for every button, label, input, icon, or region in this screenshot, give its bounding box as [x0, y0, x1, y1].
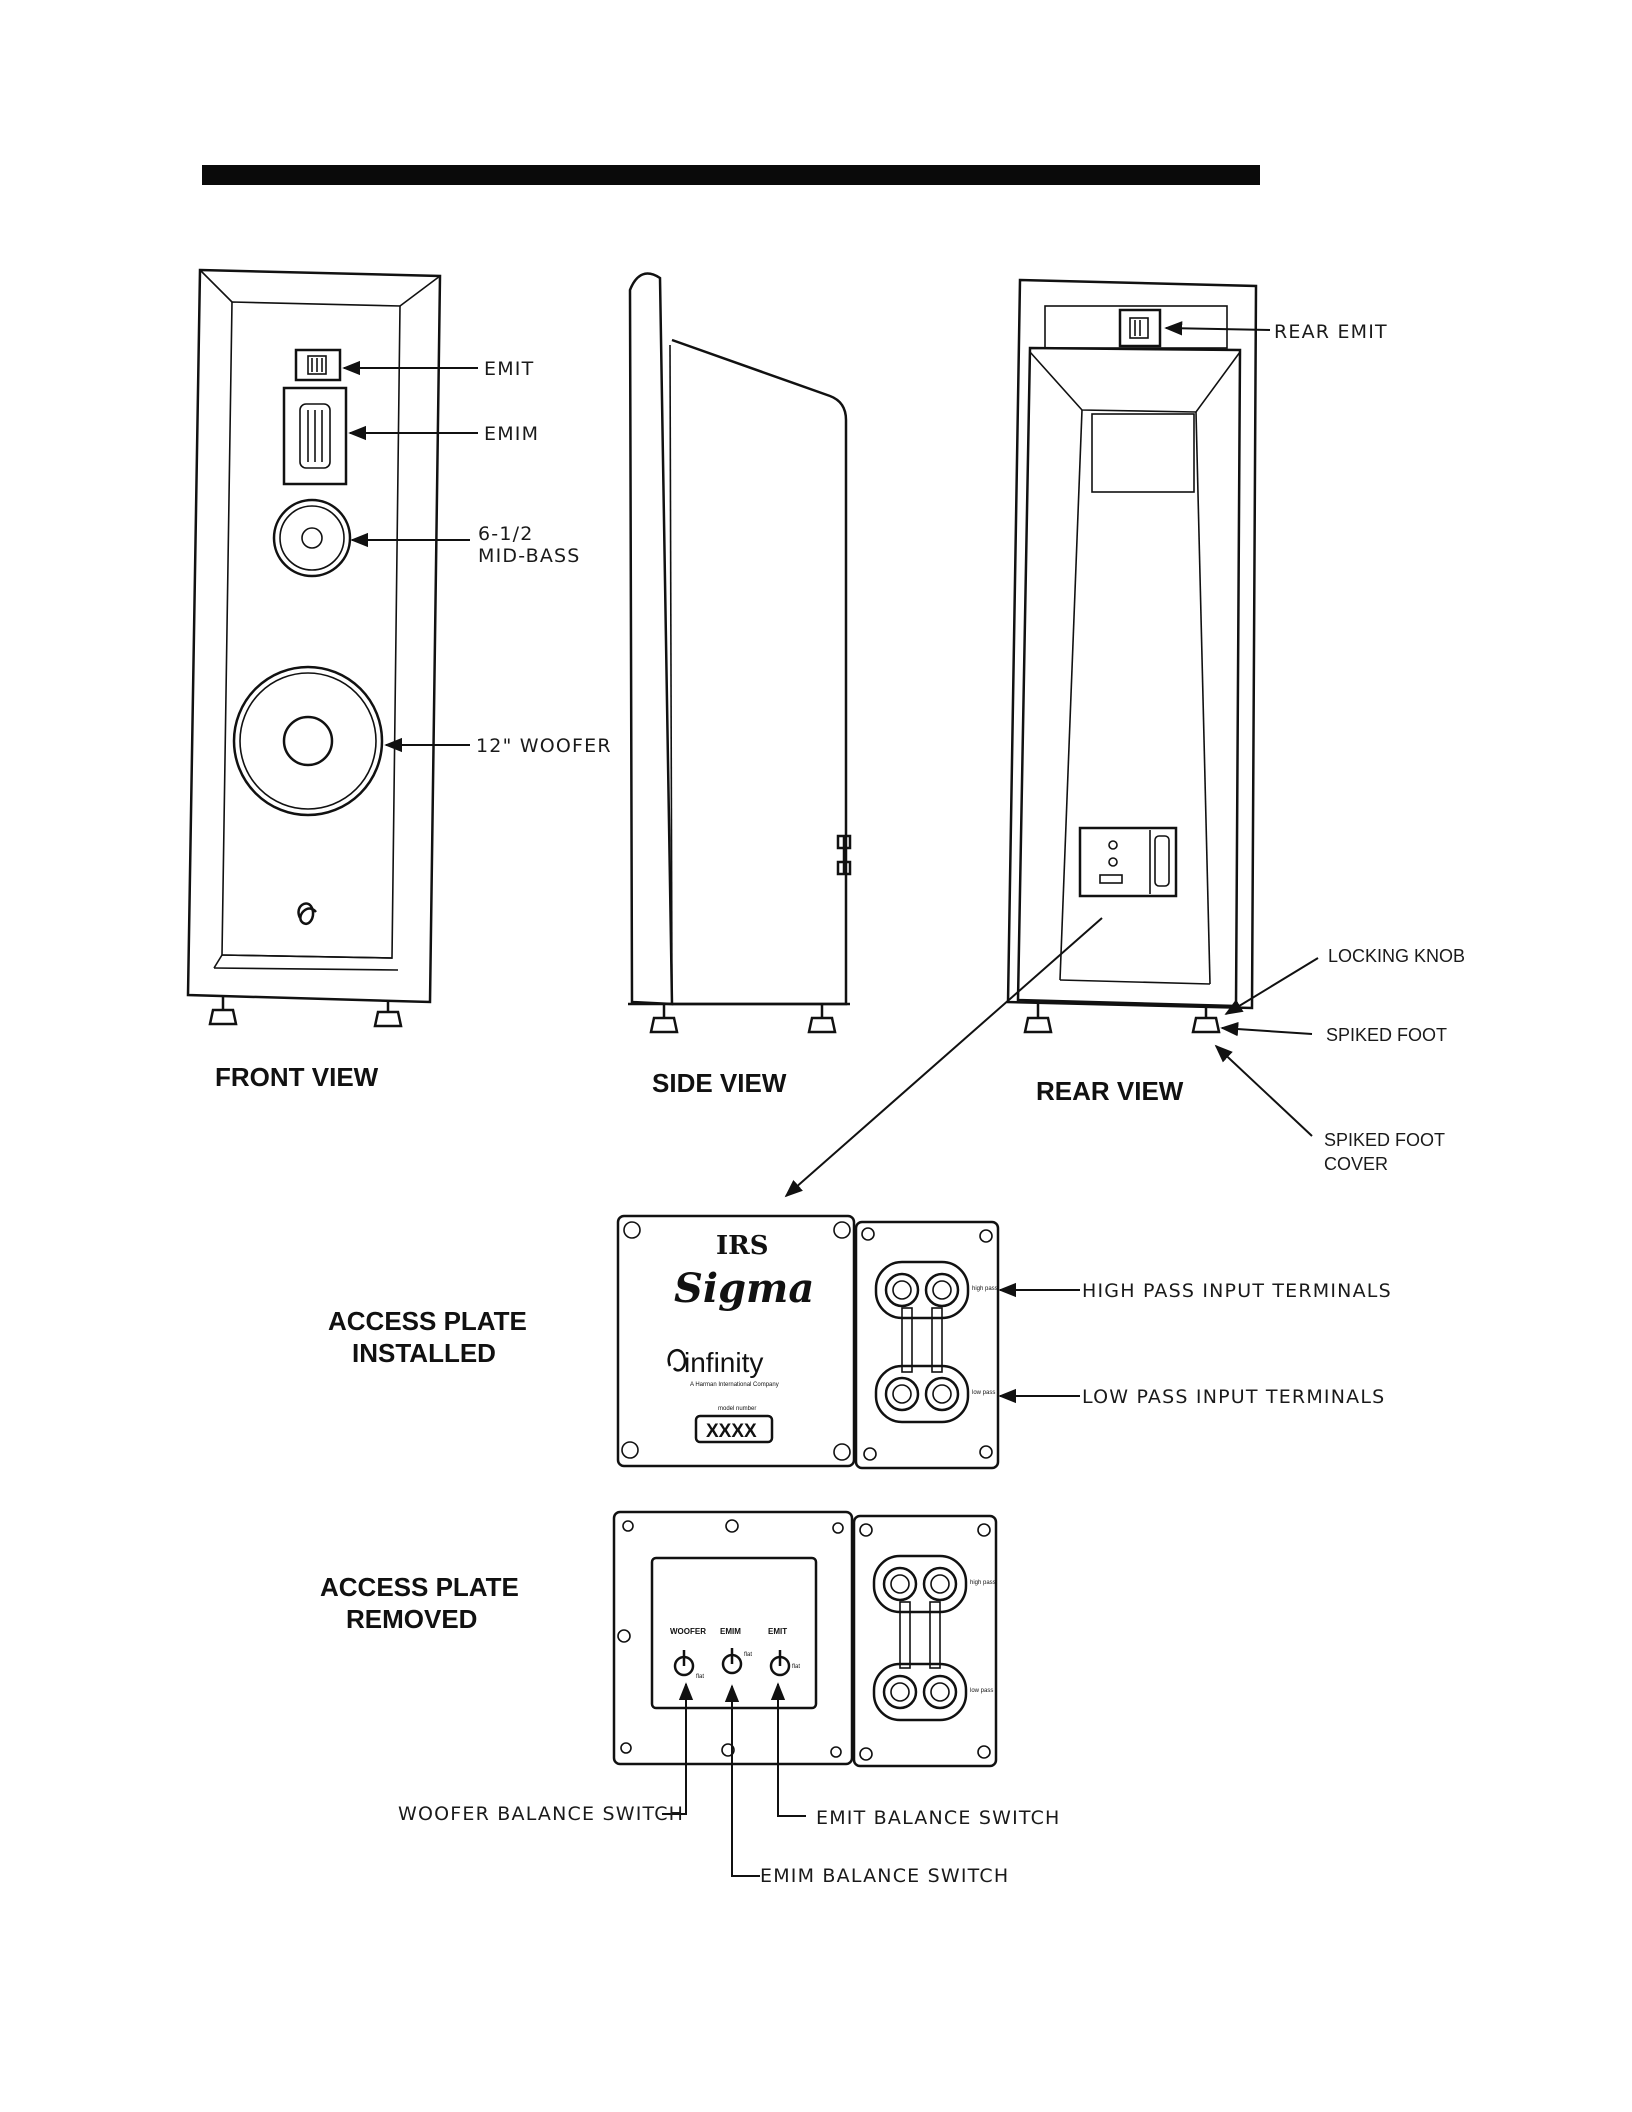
midbass-label-line2: MID-BASS: [478, 545, 581, 567]
spiked-foot-cover-label-line2: COVER: [1324, 1154, 1388, 1174]
front-emit-driver: [294, 348, 342, 382]
switch-emit-caption: EMIT: [768, 1627, 787, 1636]
emim-flat-tag: flat: [744, 1652, 752, 1658]
rear-emit-label: REAR EMIT: [1274, 321, 1388, 343]
emit-label: EMIT: [484, 358, 534, 380]
installed-high-tag: high pass: [972, 1286, 998, 1292]
plate-model: Sigma: [674, 1265, 814, 1312]
woofer-flat-tag: flat: [696, 1674, 704, 1680]
plate-installed-title-line1: ACCESS PLATE: [328, 1306, 527, 1336]
switch-callouts: WOOFER BALANCE SWITCH EMIM BALANCE SWITC…: [398, 1682, 1061, 1887]
front-infinity-logo: [297, 902, 317, 925]
plate-model-number: XXXX: [706, 1421, 757, 1442]
front-view-drawing: [186, 268, 442, 1028]
front-woofer-driver: [232, 665, 384, 817]
plate-installed-drawing: IRS Sigma infinity A Harman Internationa…: [616, 1214, 1000, 1470]
switch-emim-caption: EMIM: [720, 1627, 741, 1636]
woofer-balance-switch[interactable]: [673, 1650, 695, 1677]
front-callouts: EMIT EMIM 6-1/2 MID-BASS 12" WOOFER: [342, 358, 612, 757]
spiked-foot-cover-label-line1: SPIKED FOOT: [1324, 1130, 1445, 1150]
front-midbass-driver: [272, 498, 352, 578]
emit-flat-tag: flat: [792, 1664, 800, 1670]
plate-removed-terminals: [872, 1554, 968, 1722]
high-pass-terminals-label: HIGH PASS INPUT TERMINALS: [1082, 1280, 1392, 1302]
spiked-foot-label: SPIKED FOOT: [1326, 1025, 1447, 1045]
plate-model-number-label: model number: [718, 1406, 756, 1412]
plate-maker-logo: [667, 1348, 687, 1372]
installed-low-tag: low pass: [972, 1390, 995, 1396]
low-pass-terminals-label: LOW PASS INPUT TERMINALS: [1082, 1386, 1385, 1408]
plate-removed-title-line1: ACCESS PLATE: [320, 1572, 519, 1602]
front-view-title: FRONT VIEW: [215, 1062, 379, 1092]
rear-emit-driver: [1118, 308, 1162, 348]
rear-callouts: REAR EMIT LOCKING KNOB SPIKED FOOT SPIKE…: [784, 321, 1465, 1198]
header-bar: [202, 165, 1260, 185]
side-view-drawing: [628, 272, 852, 1034]
switch-woofer-caption: WOOFER: [670, 1627, 706, 1636]
locking-knob-label: LOCKING KNOB: [1328, 946, 1465, 966]
plate-removed-title-line2: REMOVED: [346, 1604, 477, 1634]
rear-view-title: REAR VIEW: [1036, 1076, 1184, 1106]
removed-low-tag: low pass: [970, 1688, 993, 1694]
woofer-label: 12" WOOFER: [476, 735, 612, 757]
rear-access-plate: [1078, 826, 1178, 898]
plate-maker-sub: A Harman International Company: [690, 1382, 779, 1388]
emit-balance-switch-label: EMIT BALANCE SWITCH: [816, 1807, 1061, 1829]
rear-view-drawing: [1006, 278, 1258, 1034]
emit-balance-switch[interactable]: [769, 1650, 791, 1677]
side-view-title: SIDE VIEW: [652, 1068, 787, 1098]
plate-brand: IRS: [716, 1231, 769, 1261]
front-emim-driver: [282, 386, 348, 486]
front-feet: [208, 995, 403, 1028]
plate-removed-drawing: WOOFER EMIM EMIT flat flat flat high p: [612, 1510, 998, 1768]
emim-balance-switch[interactable]: [721, 1648, 743, 1675]
plate-maker: infinity: [684, 1347, 763, 1378]
woofer-balance-switch-label: WOOFER BALANCE SWITCH: [398, 1803, 684, 1825]
emim-label: EMIM: [484, 423, 539, 445]
plate-installed-title-line2: INSTALLED: [352, 1338, 496, 1368]
midbass-label-line1: 6-1/2: [478, 523, 534, 545]
removed-high-tag: high pass: [970, 1580, 996, 1586]
emim-balance-switch-label: EMIM BALANCE SWITCH: [760, 1865, 1009, 1887]
plate-installed-terminals: [874, 1260, 970, 1424]
